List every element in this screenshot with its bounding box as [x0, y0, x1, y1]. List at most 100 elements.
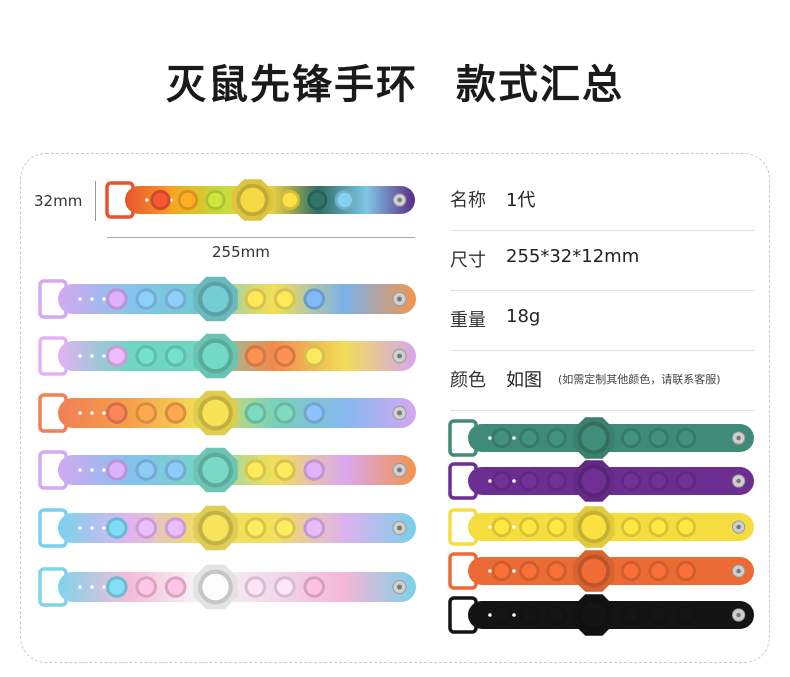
band-orange [448, 550, 754, 592]
pop-bubble-top [549, 430, 564, 446]
pop-bubble-top [337, 192, 352, 208]
snap-stud-center [736, 568, 741, 574]
pop-bubble-top [109, 520, 125, 536]
pop-bubble-top [494, 430, 509, 446]
pop-bubble-top [109, 405, 125, 421]
strap-hole [78, 297, 82, 301]
strap-hole [488, 569, 492, 573]
band-2 [38, 333, 416, 379]
spec-key: 重量 [450, 310, 486, 331]
center-bubble-top [581, 602, 607, 628]
pop-bubble-top [623, 430, 639, 446]
center-bubble-top [202, 285, 229, 313]
snap-stud-center [397, 296, 402, 302]
height-dimension-line [95, 181, 96, 221]
spec-value: 255*32*12mm [506, 246, 640, 267]
strap-hole [78, 468, 82, 472]
strap-hole [78, 526, 82, 530]
pop-bubble-top [247, 405, 264, 421]
strap-hole [102, 297, 106, 301]
pop-bubble-top [167, 291, 184, 307]
pop-bubble-top [138, 405, 154, 421]
center-bubble-top [581, 514, 607, 540]
pop-bubble-top [167, 520, 184, 536]
pop-bubble-top [167, 579, 184, 595]
strap-hole [102, 468, 106, 472]
pop-bubble-top [138, 579, 154, 595]
title-left: 灭鼠先锋手环 [166, 62, 418, 108]
pop-bubble-top [521, 607, 537, 623]
snap-stud-center [397, 410, 402, 416]
pop-bubble-top [521, 473, 537, 489]
strap-hole [102, 354, 106, 358]
pop-bubble-top [306, 291, 322, 307]
strap-hole [512, 436, 516, 440]
pop-bubble-top [651, 563, 666, 579]
pop-bubble-top [247, 462, 264, 478]
pop-bubble-top [208, 192, 223, 208]
strap-hole [90, 585, 94, 589]
strap-hole [512, 613, 516, 617]
strap-hole [78, 354, 82, 358]
strap-hole [512, 525, 516, 529]
band-purple [448, 460, 754, 502]
pop-bubble-top [494, 473, 509, 489]
spec-row-weight: 重量 18g [450, 290, 755, 351]
strap-hole [78, 411, 82, 415]
title-right: 款式汇总 [456, 62, 624, 108]
pop-bubble-top [623, 563, 639, 579]
pop-bubble-top [494, 519, 509, 535]
pop-bubble-top [167, 405, 184, 421]
center-bubble-top [202, 399, 229, 427]
snap-stud-center [736, 524, 741, 530]
center-bubble-top [581, 425, 607, 451]
pop-bubble-top [310, 192, 325, 208]
pop-bubble-top [549, 607, 564, 623]
spec-key: 名称 [450, 190, 486, 211]
snap-stud-center [397, 467, 402, 473]
pop-bubble-top [651, 430, 666, 446]
pop-bubble-top [277, 291, 293, 307]
band-5 [38, 505, 416, 551]
pop-bubble-top [651, 473, 666, 489]
center-bubble-top [202, 456, 229, 484]
spec-row-name: 名称 1代 [450, 170, 755, 231]
strap-hole [488, 525, 492, 529]
pop-bubble-top [678, 430, 694, 446]
spec-key: 颜色 [450, 370, 486, 391]
pop-bubble-top [138, 462, 154, 478]
strap-hole [102, 585, 106, 589]
pop-bubble-top [678, 563, 694, 579]
height-dimension-label: 32mm [34, 192, 83, 210]
pop-bubble-top [623, 519, 639, 535]
center-bubble-top [202, 342, 229, 370]
spec-row-color: 颜色 如图 (如需定制其他颜色，请联系客服) [450, 350, 755, 411]
pop-bubble-top [109, 291, 125, 307]
content-panel [20, 153, 770, 663]
strap-hole [488, 479, 492, 483]
strap-hole [90, 411, 94, 415]
pop-bubble-top [277, 348, 293, 364]
pop-bubble-top [277, 405, 293, 421]
snap-stud-center [736, 612, 741, 618]
center-bubble-top [202, 514, 229, 542]
pop-bubble-top [247, 348, 264, 364]
pop-bubble-top [138, 291, 154, 307]
pop-bubble-top [549, 563, 564, 579]
snap-stud-center [397, 525, 402, 531]
pop-bubble-top [277, 462, 293, 478]
band-1 [38, 276, 416, 322]
center-bubble-top [581, 468, 607, 494]
band-yellow [448, 506, 754, 548]
pop-bubble-top [678, 519, 694, 535]
pop-bubble-top [167, 462, 184, 478]
snap-stud-center [397, 353, 402, 359]
strap-hole [102, 526, 106, 530]
band-black [448, 594, 754, 636]
pop-bubble-top [138, 348, 154, 364]
pop-bubble-top [109, 579, 125, 595]
snap-stud-center [736, 435, 741, 441]
strap-hole [102, 411, 106, 415]
pop-bubble-top [521, 430, 537, 446]
band-3 [38, 390, 416, 436]
